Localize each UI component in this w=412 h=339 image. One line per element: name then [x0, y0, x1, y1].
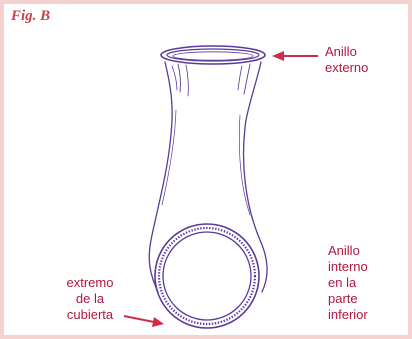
arrow-outer-ring: [272, 51, 318, 61]
arrow-closed-end: [123, 315, 164, 327]
closed-end-label-line-2: de la: [75, 291, 105, 306]
closed-end-label: extremo de la cubierta: [50, 275, 130, 323]
inner-ring-label-line-5: inferior: [328, 307, 368, 322]
inner-ring-label-line-2: interno: [328, 259, 368, 274]
inner-ring: [154, 223, 260, 329]
outer-ring-label: Anillo externo: [325, 44, 368, 76]
sheath-body: [148, 61, 268, 293]
inner-ring-label-line-4: parte: [328, 291, 358, 306]
outer-ring: [160, 45, 266, 65]
figure-label: Fig. B: [11, 8, 51, 24]
closed-end-label-line-3: cubierta: [66, 307, 114, 322]
closed-end-label-line-1: extremo: [66, 275, 114, 290]
inner-ring-label-line-1: Anillo: [328, 243, 360, 258]
outer-ring-label-line-2: externo: [325, 60, 369, 75]
inner-ring-label-line-3: en la: [328, 275, 357, 290]
outer-ring-label-line-1: Anillo: [325, 44, 357, 59]
inner-ring-label: Anillo interno en la parte inferior: [328, 243, 368, 323]
